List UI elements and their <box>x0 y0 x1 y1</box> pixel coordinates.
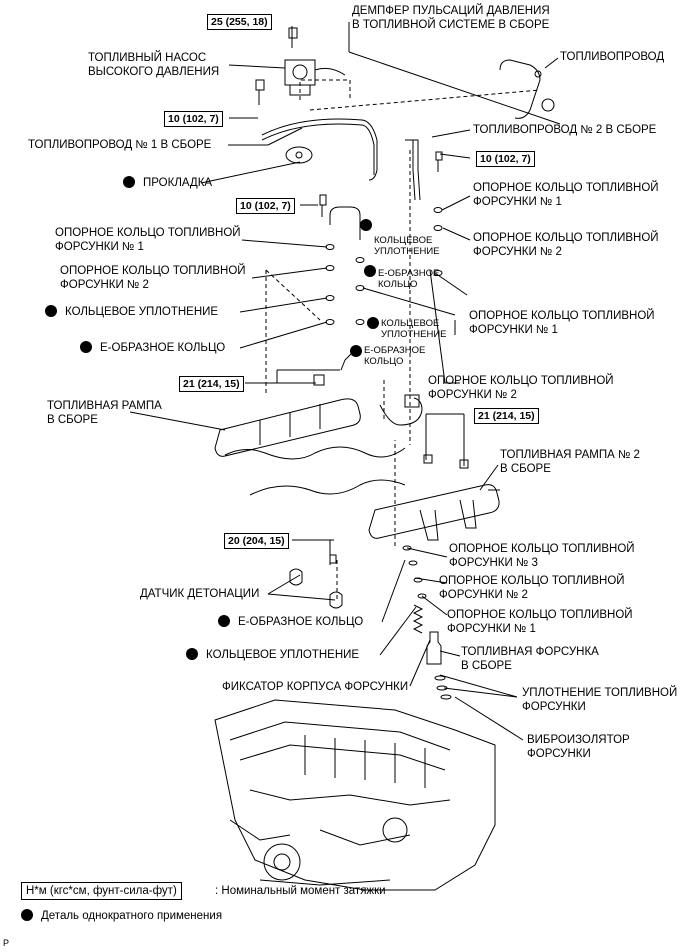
legend-single-use: Деталь однократного применения <box>21 909 222 923</box>
vibro-isolator-line1: ВИБРОИЗОЛЯТОР <box>527 734 630 746</box>
support-ring-right-3-line1: ОПОРНОЕ КОЛЬЦО ТОПЛИВНОЙ <box>469 310 655 322</box>
e-ring-label-left: Е-ОБРАЗНОЕ КОЛЬЦО <box>80 341 225 355</box>
support-ring-left-2-line1: ОПОРНОЕ КОЛЬЦО ТОПЛИВНОЙ <box>60 265 246 277</box>
single-use-dot <box>123 176 135 188</box>
support-ring-left-1-line1: ОПОРНОЕ КОЛЬЦО ТОПЛИВНОЙ <box>55 227 241 239</box>
single-use-dot <box>21 909 33 921</box>
injector-seal-line1: УПЛОТНЕНИЕ ТОПЛИВНОЙ <box>522 687 678 699</box>
fuel-pipe-2-label: ТОПЛИВОПРОВОД № 2 В СБОРЕ <box>473 124 657 136</box>
torque-spec: 10 (102, 7) <box>476 151 535 167</box>
fuel-line-label: ТОПЛИВОПРОВОД <box>560 51 665 63</box>
corner-mark: P <box>3 938 10 948</box>
torque-spec: 25 (255, 18) <box>207 14 272 30</box>
injector-retainer-label: ФИКСАТОР КОРПУСА ФОРСУНКИ <box>222 681 409 693</box>
support-ring-right-3-line2: ФОРСУНКИ № 1 <box>469 324 558 336</box>
hp-pump-label-line2: ВЫСОКОГО ДАВЛЕНИЯ <box>88 66 220 78</box>
o-ring-small2-line2: УПЛОТНЕНИЕ <box>381 329 447 340</box>
torque-spec: 21 (214, 15) <box>474 408 539 424</box>
support-ring-right-2-line1: ОПОРНОЕ КОЛЬЦО ТОПЛИВНОЙ <box>473 232 659 244</box>
support-ring-left-2-line2: ФОРСУНКИ № 2 <box>60 279 149 291</box>
support-ring-right-1-line2: ФОРСУНКИ № 1 <box>473 196 562 208</box>
o-ring-small-line2: УПЛОТНЕНИЕ <box>374 246 440 257</box>
support-ring-left-1-line2: ФОРСУНКИ № 1 <box>55 241 144 253</box>
o-ring-label-left: КОЛЬЦЕВОЕ УПЛОТНЕНИЕ <box>45 305 218 319</box>
support-ring-right-4-line1: ОПОРНОЕ КОЛЬЦО ТОПЛИВНОЙ <box>428 375 614 387</box>
single-use-dot <box>80 341 92 353</box>
rail-2-label-line2: В СБОРЕ <box>500 463 551 475</box>
damper-label-line1: ДЕМПФЕР ПУЛЬСАЦИЙ ДАВЛЕНИЯ <box>352 5 550 17</box>
rail-label-line2: В СБОРЕ <box>47 414 98 426</box>
injector-assy-line2: В СБОРЕ <box>461 660 512 672</box>
single-use-dot <box>218 615 230 627</box>
support-ring-3-line2: ФОРСУНКИ № 3 <box>449 557 538 569</box>
o-ring-label-bottom: КОЛЬЦЕВОЕ УПЛОТНЕНИЕ <box>186 648 359 662</box>
fuel-pipe-1-label: ТОПЛИВОПРОВОД № 1 В СБОРЕ <box>28 139 212 151</box>
single-use-dot <box>186 648 198 660</box>
torque-spec: 20 (204, 15) <box>224 533 289 549</box>
legend-torque-box: Н*м (кгс*см, фунт-сила-фут) <box>21 882 182 900</box>
gasket-label: ПРОКЛАДКА <box>123 176 212 190</box>
e-ring-small2-line2: КОЛЬЦО <box>364 356 404 367</box>
support-ring-right-1-line1: ОПОРНОЕ КОЛЬЦО ТОПЛИВНОЙ <box>473 182 659 194</box>
injector-assy-line1: ТОПЛИВНАЯ ФОРСУНКА <box>461 646 599 658</box>
single-use-dot <box>360 219 372 231</box>
single-use-dot <box>350 345 362 357</box>
support-ring-2b-line1: ОПОРНОЕ КОЛЬЦО ТОПЛИВНОЙ <box>439 575 625 587</box>
single-use-dot <box>45 305 57 317</box>
support-ring-1b-line2: ФОРСУНКИ № 1 <box>447 623 536 635</box>
knock-sensor-label: ДАТЧИК ДЕТОНАЦИИ <box>140 588 260 600</box>
hp-pump-label-line1: ТОПЛИВНЫЙ НАСОС <box>88 52 207 64</box>
e-ring-label-bottom: Е-ОБРАЗНОЕ КОЛЬЦО <box>218 615 363 629</box>
support-ring-2b-line2: ФОРСУНКИ № 2 <box>439 589 528 601</box>
support-ring-right-2-line2: ФОРСУНКИ № 2 <box>473 246 562 258</box>
e-ring-small-line2: КОЛЬЦО <box>378 279 418 290</box>
single-use-dot <box>367 317 379 329</box>
damper-label-line2: В ТОПЛИВНОЙ СИСТЕМЕ В СБОРЕ <box>352 19 550 31</box>
support-ring-1b-line1: ОПОРНОЕ КОЛЬЦО ТОПЛИВНОЙ <box>447 609 633 621</box>
support-ring-right-4-line2: ФОРСУНКИ № 2 <box>428 389 517 401</box>
o-ring-small2-line1: КОЛЬЦЕВОЕ <box>381 318 440 329</box>
e-ring-small-line1: Е-ОБРАЗНОЕ <box>378 268 440 279</box>
rail-label-line1: ТОПЛИВНАЯ РАМПА <box>47 400 162 412</box>
e-ring-small2-line1: Е-ОБРАЗНОЕ <box>364 345 426 356</box>
torque-spec: 21 (214, 15) <box>179 376 244 392</box>
single-use-dot <box>364 265 376 277</box>
rail-2-label-line1: ТОПЛИВНАЯ РАМПА № 2 <box>500 449 640 461</box>
injector-seal-line2: ФОРСУНКИ <box>522 701 586 713</box>
o-ring-small-line1: КОЛЬЦЕВОЕ <box>374 235 433 246</box>
torque-spec: 10 (102, 7) <box>164 111 223 127</box>
legend-torque-desc: : Номинальный момент затяжки <box>215 885 386 897</box>
support-ring-3-line1: ОПОРНОЕ КОЛЬЦО ТОПЛИВНОЙ <box>449 543 635 555</box>
vibro-isolator-line2: ФОРСУНКИ <box>527 748 591 760</box>
torque-spec: 10 (102, 7) <box>236 198 295 214</box>
